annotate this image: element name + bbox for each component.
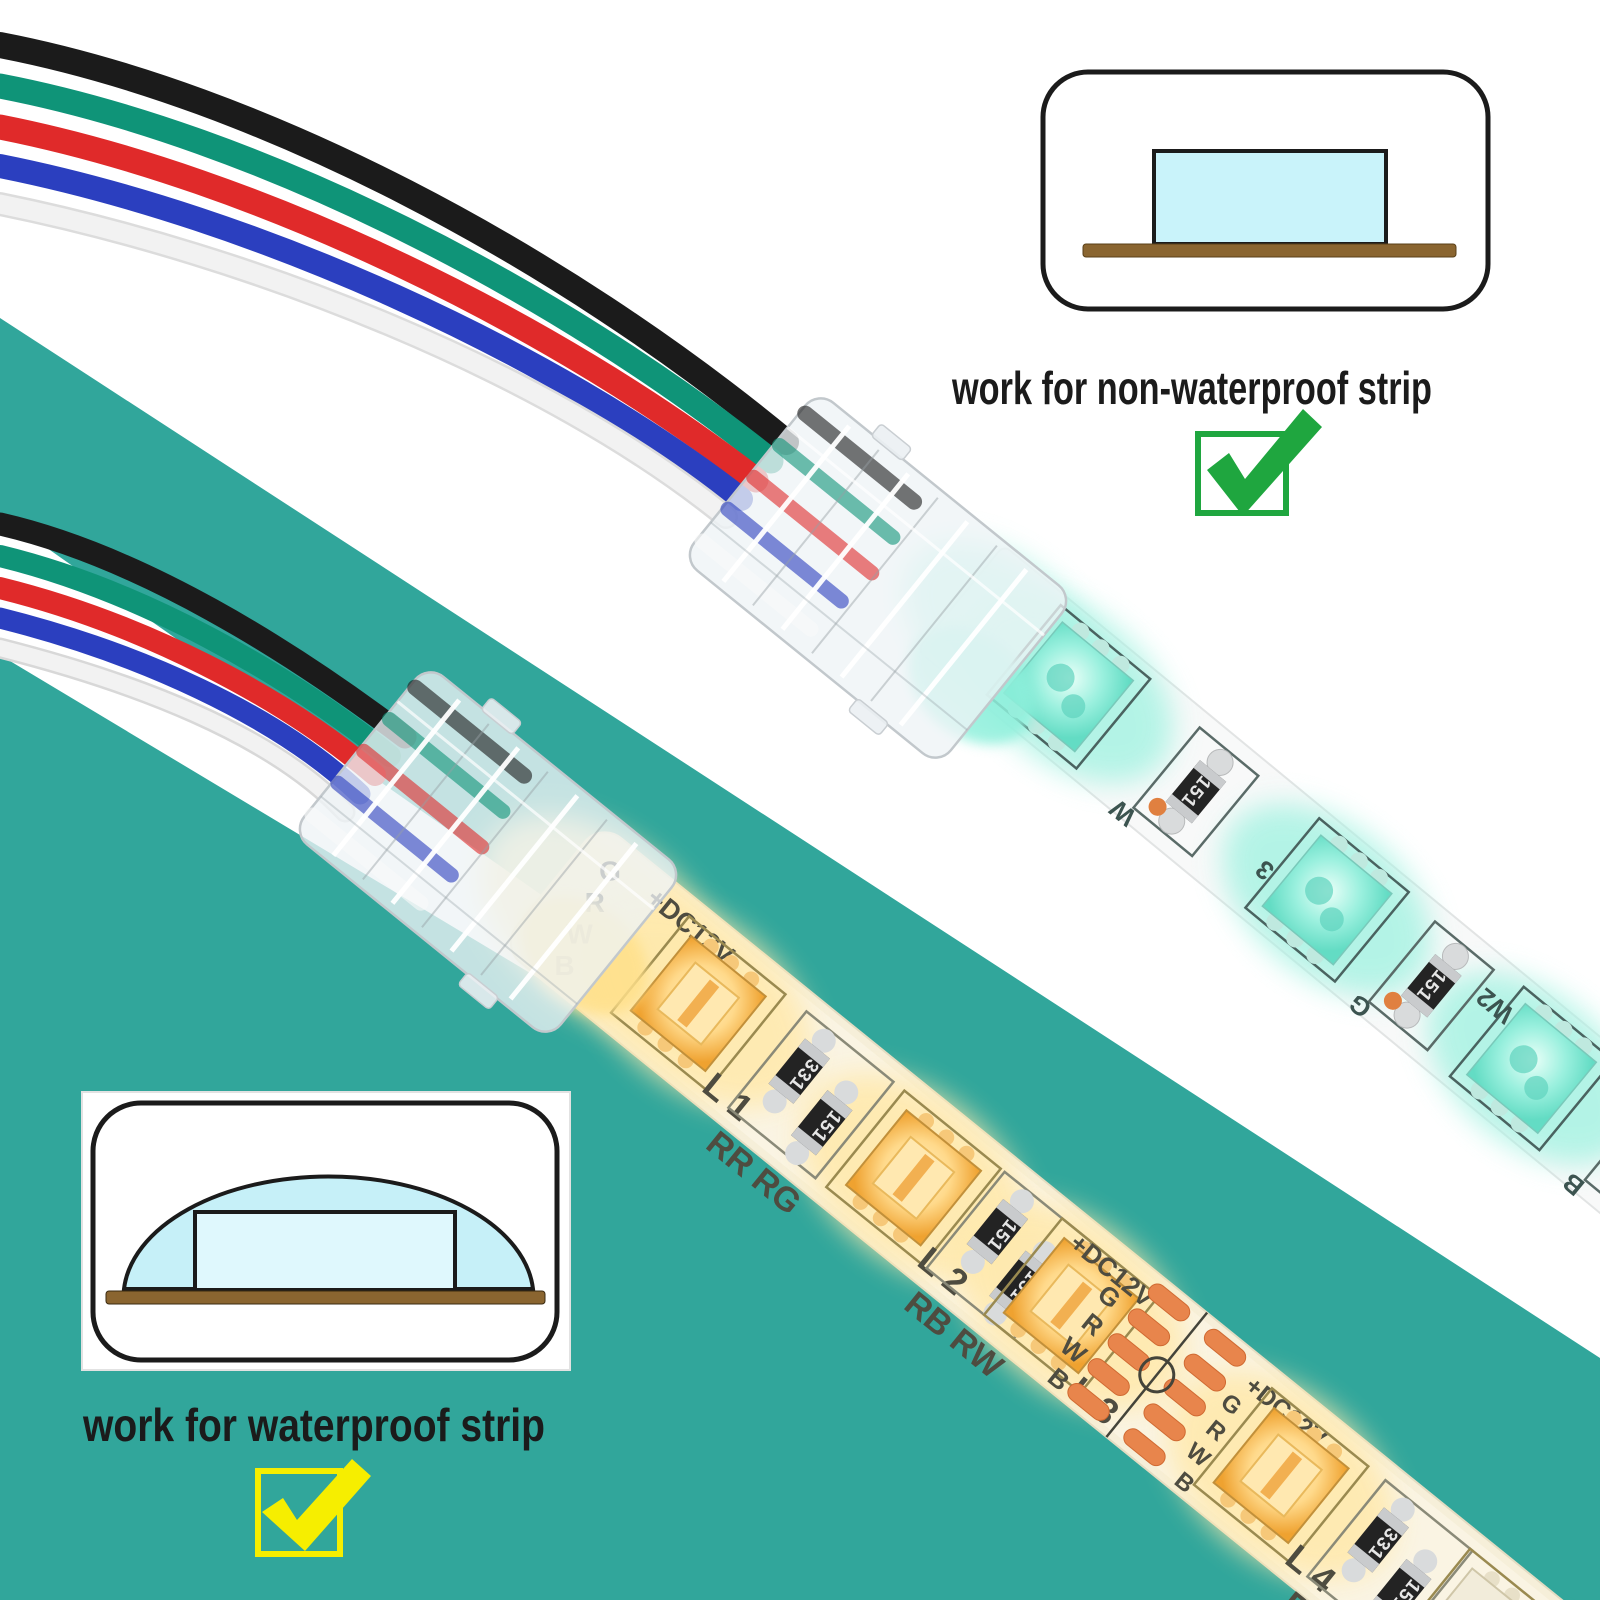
mounting-surface-bar — [1082, 243, 1457, 258]
rgb-led — [1243, 816, 1411, 984]
wire-black — [0, 512, 417, 749]
wire-red — [0, 114, 769, 493]
warm-led — [824, 1088, 1003, 1267]
rgbw-cable-top — [0, 32, 799, 529]
connector-latch — [481, 698, 522, 735]
wire-green — [0, 545, 401, 767]
solder-pads — [1067, 1283, 1247, 1467]
warm-led — [609, 914, 788, 1093]
wire-blue — [0, 607, 371, 805]
strip-cross-section — [1152, 149, 1388, 246]
wire-black — [0, 32, 799, 455]
led-silkscreen — [609, 914, 788, 1093]
diagram-card-non-waterproof — [1040, 69, 1491, 312]
warm-led — [982, 1216, 1161, 1395]
caption-non-waterproof: work for non-waterproof strip — [951, 362, 1432, 414]
cut-line — [1105, 1311, 1209, 1438]
rgbw-cable-left — [0, 512, 417, 823]
rgb-led — [985, 603, 1152, 771]
wire-green — [0, 73, 784, 474]
checkbox — [255, 1468, 343, 1557]
teal-band-diagonal — [0, 318, 1600, 1600]
cut-mark-icon — [1138, 1356, 1176, 1394]
wire-red — [0, 577, 386, 786]
check-glyph — [262, 1459, 371, 1551]
resistor-silkscreen — [726, 1009, 896, 1180]
strip-connector-left — [298, 671, 678, 1033]
led-strip-warm-white: G R W B +DC12V L 1 331 151 RR RG — [479, 814, 1587, 1600]
caption-waterproof: work for waterproof strip — [82, 1399, 545, 1451]
wire-white — [0, 640, 353, 820]
resistor-pair: 331 151 — [726, 1009, 896, 1180]
strip-connector-top — [688, 397, 1068, 759]
rgb-led — [1448, 985, 1600, 1152]
connector-latch — [871, 424, 912, 461]
mounting-surface-bar — [105, 1290, 546, 1305]
check-glyph — [1207, 409, 1322, 516]
warm-led — [1192, 1386, 1371, 1565]
wire-white — [0, 194, 736, 527]
diagram-card-waterproof — [81, 1091, 571, 1371]
strip-cross-section — [193, 1210, 457, 1292]
connector-latch — [458, 973, 499, 1009]
checkmark-non-waterproof-icon — [1195, 409, 1322, 516]
wire-blue — [0, 154, 753, 511]
connector-latch — [848, 699, 889, 735]
connector-ribs — [710, 424, 1045, 731]
rgb-resistor: 151 — [1367, 919, 1496, 1052]
connector-ribs — [320, 698, 655, 1005]
checkmark-waterproof-icon — [255, 1459, 371, 1557]
